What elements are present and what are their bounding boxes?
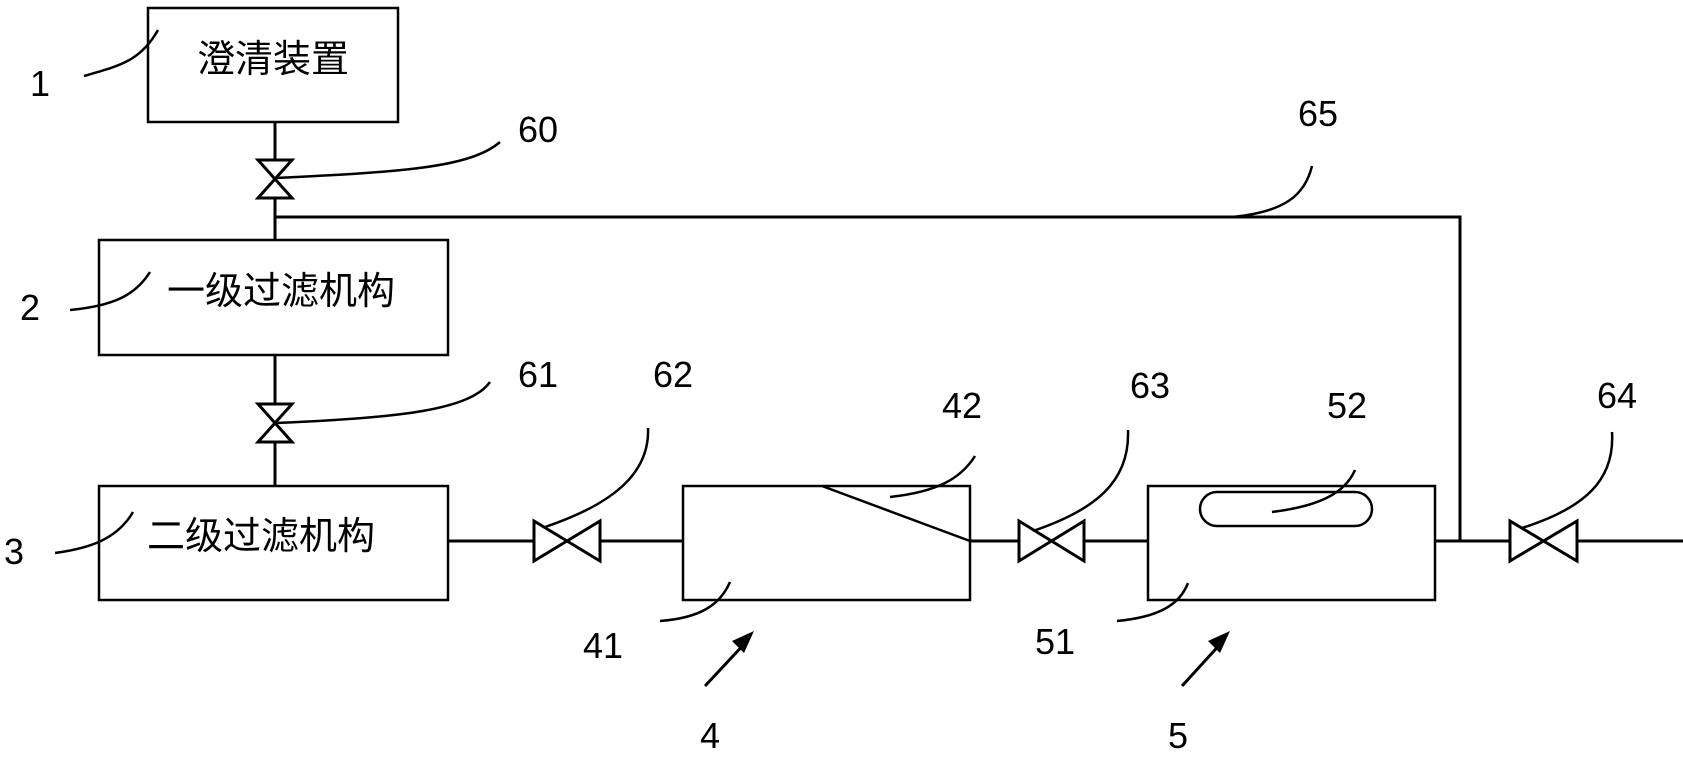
label-2: 2: [20, 287, 40, 328]
label-5: 5: [1168, 715, 1188, 756]
valve-60-icon: [254, 158, 296, 200]
secondary-filter-unit: 二级过滤机构: [97, 484, 450, 602]
valve-63-icon: [1017, 518, 1086, 564]
primary-filter-label: 一级过滤机构: [167, 269, 395, 313]
label-1: 1: [30, 63, 50, 104]
valve-63: [1017, 518, 1086, 564]
leader-61: [274, 381, 492, 425]
diagonal-element-42: [821, 484, 971, 543]
leader-60: [274, 141, 501, 180]
arrow-4-head: [732, 631, 754, 653]
label-63: 63: [1130, 365, 1170, 406]
valve-64: [1508, 518, 1579, 564]
label-52: 52: [1327, 385, 1367, 426]
label-65: 65: [1298, 93, 1338, 134]
primary-filter-unit: 一级过滤机构: [97, 238, 450, 357]
unit-5-box: [1146, 484, 1437, 602]
leader-52: [1271, 469, 1357, 514]
leader-41: [659, 581, 732, 623]
leader-3: [54, 511, 135, 555]
clarifier-label: 澄清装置: [197, 37, 349, 81]
unit-5: [1146, 484, 1437, 602]
clarifier-unit: 澄清装置: [146, 6, 400, 124]
oval-element-52: [1198, 490, 1374, 528]
leader-63: [1032, 429, 1130, 533]
leader-62: [544, 427, 650, 529]
bypass-pipe-65: [275, 215, 1462, 541]
unit-4-box: [681, 484, 972, 602]
leader-lines: [54, 29, 1614, 623]
valve-60: [254, 158, 296, 200]
reference-numbers: 1 2 3 60 65 61 62 42 63 52 64 41 51 4 5: [4, 63, 1637, 756]
arrows: [703, 631, 1230, 688]
primary-filter-box: [97, 238, 450, 357]
label-62: 62: [653, 354, 693, 395]
arrow-5-head: [1208, 631, 1230, 653]
leader-51: [1116, 582, 1190, 623]
leader-1: [83, 29, 160, 78]
label-42: 42: [942, 385, 982, 426]
pipes: [273, 122, 1683, 543]
label-60: 60: [518, 109, 558, 150]
secondary-filter-label: 二级过滤机构: [147, 514, 375, 558]
valve-62-icon: [532, 518, 602, 564]
leader-42: [889, 455, 977, 499]
label-4: 4: [700, 715, 720, 756]
valve-62: [532, 518, 602, 564]
clarifier-box: [146, 6, 400, 124]
valve-64-icon: [1508, 518, 1579, 564]
leader-64: [1521, 431, 1614, 530]
unit-4: [681, 484, 972, 602]
label-61: 61: [518, 354, 558, 395]
leader-2: [69, 271, 152, 312]
label-51: 51: [1035, 621, 1075, 662]
label-41: 41: [583, 625, 623, 666]
label-3: 3: [4, 531, 24, 572]
leader-65: [1231, 165, 1314, 219]
label-64: 64: [1597, 375, 1637, 416]
